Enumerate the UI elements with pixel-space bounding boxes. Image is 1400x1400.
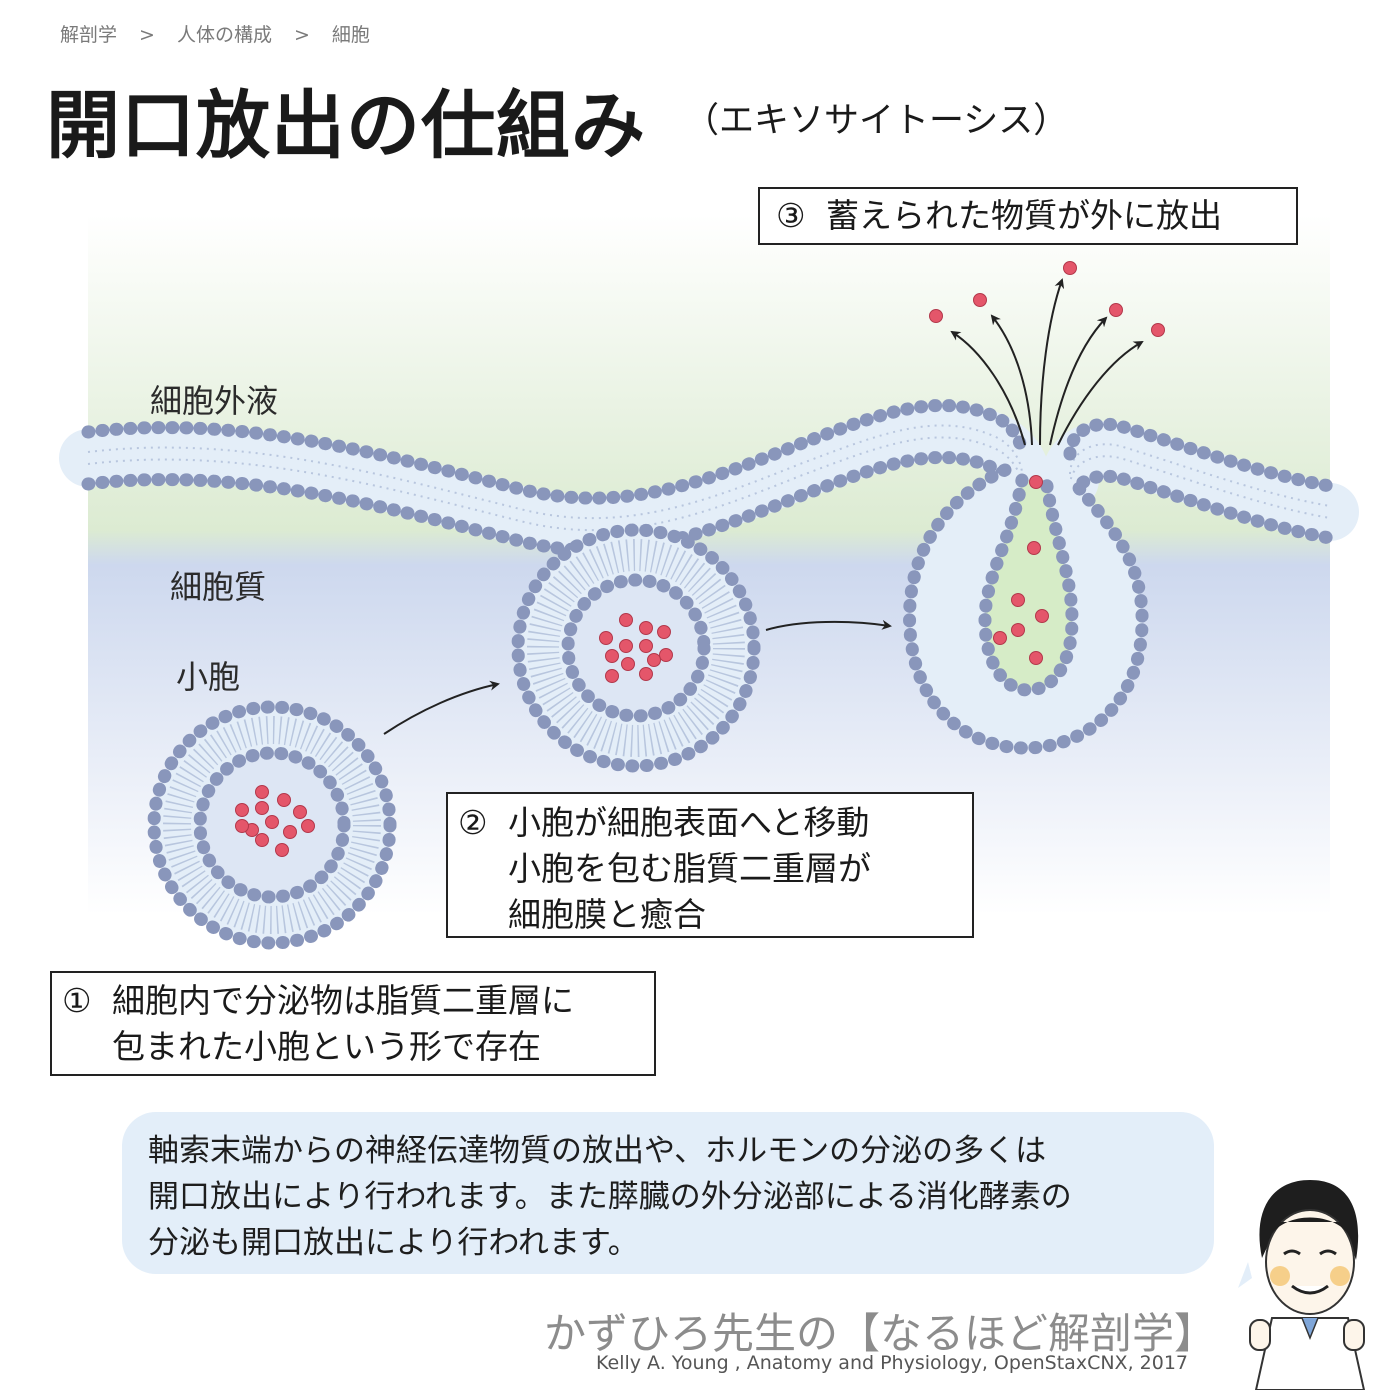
vesicle-stage-2-lumen <box>568 580 704 716</box>
cargo-particle <box>1027 541 1041 555</box>
vesicle-stage-2-outer-heads <box>511 523 761 773</box>
page-title: 開口放出の仕組み <box>46 83 646 169</box>
arrow <box>765 619 892 631</box>
cargo-particle <box>235 819 249 833</box>
cargo-particle <box>619 639 633 653</box>
step-2-box: ② 小胞が細胞表面へと移動 小胞を包む脂質二重層が 細胞膜と癒合 <box>446 792 974 938</box>
membrane-outer-heads <box>81 398 1337 505</box>
breadcrumb-separator: > <box>139 24 155 46</box>
step-2-number: ② <box>458 803 488 842</box>
released-particle <box>1063 261 1077 275</box>
step-1-text-line: 細胞内で分泌物は脂質二重層に <box>112 981 574 1020</box>
cargo-particle <box>1011 623 1025 637</box>
cargo-particle <box>1029 651 1043 665</box>
explanation-line: 分泌も開口放出により行われます。 <box>148 1225 639 1261</box>
cargo-particle <box>255 833 269 847</box>
cargo-particle <box>1035 609 1049 623</box>
cargo-particle <box>639 639 653 653</box>
arrow <box>1039 278 1065 446</box>
breadcrumb-item-cell[interactable]: 細胞 <box>331 24 370 46</box>
cargo-particle <box>621 657 635 671</box>
cargo-particle <box>1011 593 1025 607</box>
breadcrumb-item-anatomy[interactable]: 解剖学 <box>60 24 118 46</box>
released-particle <box>1151 323 1165 337</box>
cargo-particle <box>647 653 661 667</box>
step-3-number: ③ <box>776 196 806 235</box>
label-vesicle: 小胞 <box>176 658 241 696</box>
step-1-text-line: 包まれた小胞という形で存在 <box>112 1027 541 1066</box>
arrow <box>950 330 1026 446</box>
vesicle-stage-1-outer-heads <box>147 700 397 950</box>
membrane-bilayer <box>59 402 1359 554</box>
vesicle-stage-1-inner-heads <box>193 746 351 904</box>
membrane-lipid-tails <box>87 424 1331 520</box>
cargo-particle <box>639 667 653 681</box>
vesicle-stage-1-lipid-tails <box>163 716 381 934</box>
page-subtitle: （エキソサイトーシス） <box>684 101 1069 141</box>
cargo-particle <box>235 803 249 817</box>
cargo-particle <box>293 805 307 819</box>
cargo-particle <box>283 825 297 839</box>
cargo-particle <box>659 648 673 662</box>
cargo-particle <box>301 819 315 833</box>
cargo-particle <box>265 815 279 829</box>
explanation-speech-bubble: 軸索末端からの神経伝達物質の放出や、ホルモンの分泌の多くは 開口放出により行われ… <box>122 1112 1214 1274</box>
label-extracellular-fluid: 細胞外液 <box>150 382 279 420</box>
explanation-line: 開口放出により行われます。また膵臓の外分泌部による消化酵素の <box>148 1179 1072 1215</box>
step-2-text-line: 細胞膜と癒合 <box>508 895 706 934</box>
cargo-particle <box>619 613 633 627</box>
vesicle-stage-2-lipid-tails <box>527 539 745 757</box>
cargo-particle <box>605 649 619 663</box>
cargo-particle <box>605 669 619 683</box>
step-1-number: ① <box>62 981 92 1020</box>
cargo-particle <box>993 631 1007 645</box>
arrow <box>383 680 500 735</box>
vesicle-stage-2-inner-heads <box>561 573 711 723</box>
cargo-particle <box>639 621 653 635</box>
cargo-particles <box>235 261 1165 857</box>
arrow <box>990 314 1033 446</box>
step-3-box: ③ 蓄えられた物質が外に放出 <box>758 187 1298 245</box>
step-3-text-line: 蓄えられた物質が外に放出 <box>826 196 1222 235</box>
step-2-text-line: 小胞が細胞表面へと移動 <box>508 803 870 842</box>
brand-label: かずひろ先生の【なるほど解剖学】 <box>544 1309 1217 1358</box>
cargo-particle <box>1029 475 1043 489</box>
source-credit: Kelly A. Young , Anatomy and Physiology,… <box>596 1352 1188 1374</box>
arrow <box>1049 316 1108 446</box>
explanation-line: 軸索末端からの神経伝達物質の放出や、ホルモンの分泌の多くは <box>148 1133 1047 1169</box>
cargo-particle <box>275 843 289 857</box>
fused-vesicle-inner-heads <box>978 473 1079 697</box>
breadcrumb-separator: > <box>293 24 310 46</box>
arrows <box>383 278 1144 735</box>
cargo-particle <box>255 785 269 799</box>
step-1-box: ① 細胞内で分泌物は脂質二重層に 包まれた小胞という形で存在 <box>50 971 656 1076</box>
cargo-particle <box>255 801 269 815</box>
step-2-text-line: 小胞を包む脂質二重層が <box>508 849 871 888</box>
teacher-avatar <box>1238 1180 1366 1390</box>
arrow <box>1057 341 1144 446</box>
label-cytoplasm: 細胞質 <box>170 568 267 606</box>
breadcrumb: 解剖学 > 人体の構成 > 細胞 <box>60 20 370 47</box>
cargo-particle <box>657 625 671 639</box>
released-particle <box>973 293 987 307</box>
breadcrumb-item-body-structure[interactable]: 人体の構成 <box>176 24 272 46</box>
cargo-particle <box>277 793 291 807</box>
released-particle <box>929 309 943 323</box>
membrane-lipid-tails <box>87 436 1331 532</box>
cargo-particle <box>599 631 613 645</box>
fused-vesicle-outer-heads <box>903 463 1149 755</box>
released-particle <box>1109 303 1123 317</box>
